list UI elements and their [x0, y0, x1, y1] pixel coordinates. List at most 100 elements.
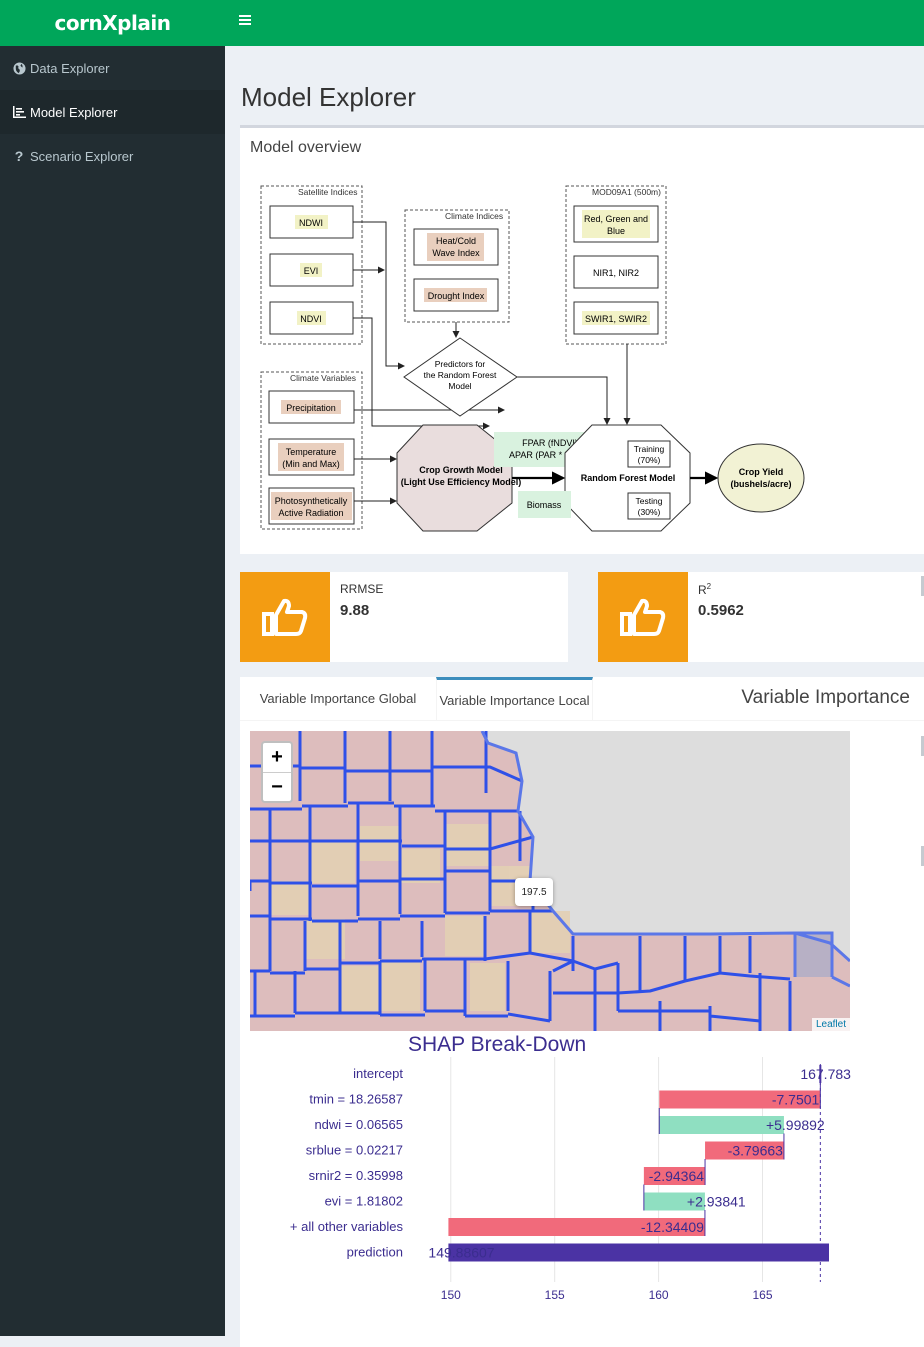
bar	[659, 1090, 821, 1109]
svg-text:Satellite Indices: Satellite Indices	[298, 187, 358, 197]
data-label: 167.783	[800, 1066, 851, 1082]
y-category-label: evi = 1.81802	[325, 1194, 403, 1209]
svg-text:Blue: Blue	[607, 226, 625, 236]
shap-breakdown-chart: 150 155 160 165 intercept 167.783 tmin = 18.26…	[290, 1057, 851, 1302]
bar-chart-icon	[12, 106, 26, 118]
metric-label: RRMSE	[340, 582, 384, 596]
bar	[659, 1116, 784, 1134]
y-category-label: + all other variables	[290, 1219, 404, 1234]
tab-bar: Variable Importance Global Variable Impo…	[240, 677, 924, 721]
svg-text:(30%): (30%)	[638, 507, 661, 517]
svg-text:Red, Green and: Red, Green and	[584, 214, 648, 224]
zoom-out-button[interactable]: −	[271, 776, 283, 798]
svg-text:Training: Training	[634, 444, 665, 454]
svg-text:Crop Growth Model: Crop Growth Model	[419, 465, 503, 475]
top-navbar	[225, 0, 924, 46]
app-logo[interactable]: cornXplain	[0, 0, 225, 46]
county-map[interactable]: + − 197.5 Leaflet	[250, 731, 850, 1031]
data-label: +5.99892	[766, 1117, 825, 1133]
svg-text:Heat/Cold: Heat/Cold	[436, 236, 476, 246]
rrmse-info-box: RRMSE 9.88	[240, 572, 568, 662]
svg-text:(70%): (70%)	[638, 455, 661, 465]
svg-text:EVI: EVI	[304, 266, 319, 276]
x-tick-label: 160	[649, 1288, 669, 1302]
overflow-indicator	[921, 846, 924, 866]
svg-text:Active Radiation: Active Radiation	[278, 508, 343, 518]
variable-importance-tabbox: Variable Importance Global Variable Impo…	[240, 677, 924, 1347]
y-category-label: tmin = 18.26587	[309, 1092, 403, 1107]
sidebar-item-data-explorer[interactable]: Data Explorer	[0, 46, 225, 90]
climate-indices-group: Climate Indices Heat/Cold Wave Index Dro…	[404, 209, 510, 323]
zoom-in-button[interactable]: +	[263, 743, 291, 773]
svg-text:(Min and Max): (Min and Max)	[282, 459, 340, 469]
bar	[643, 1167, 706, 1185]
hamburger-icon[interactable]	[239, 11, 251, 31]
main-content: Model Explorer Model overview Satellite …	[225, 46, 924, 1347]
sidebar-item-model-explorer[interactable]: Model Explorer	[0, 90, 225, 134]
x-tick-label: 155	[545, 1288, 565, 1302]
globe-icon	[12, 61, 26, 75]
crop-yield: Crop Yield (bushels/acre)	[717, 443, 805, 513]
sidebar: Data Explorer Model Explorer ? Scenario …	[0, 46, 225, 1336]
model-overview-box: Model overview Satellite Indices NDWI EV…	[240, 125, 924, 554]
model-workflow-diagram: Satellite Indices NDWI EVI NDVI Climate …	[260, 185, 805, 532]
data-label: -12.34409	[641, 1219, 704, 1235]
svg-text:Testing: Testing	[636, 496, 663, 506]
svg-text:Wave Index: Wave Index	[432, 248, 480, 258]
y-category-label: prediction	[347, 1245, 403, 1260]
county-polygons	[250, 731, 850, 1031]
svg-text:APAR (PAR * FPAR): APAR (PAR * FPAR)	[509, 450, 591, 460]
svg-text:(bushels/acre): (bushels/acre)	[730, 479, 791, 489]
svg-text:NDVI: NDVI	[300, 314, 322, 324]
svg-text:Precipitation: Precipitation	[286, 403, 336, 413]
crop-growth-model: Crop Growth Model (Light Use Efficiency …	[396, 424, 522, 532]
chart-title: SHAP Break-Down	[408, 1033, 587, 1056]
sidebar-item-scenario-explorer[interactable]: ? Scenario Explorer	[0, 134, 225, 178]
svg-text:Crop Yield: Crop Yield	[739, 467, 784, 477]
svg-text:Drought Index: Drought Index	[428, 291, 485, 301]
metric-label: R2	[698, 582, 712, 597]
question-icon: ?	[14, 148, 24, 164]
svg-text:FPAR (fNDVI): FPAR (fNDVI)	[522, 438, 578, 448]
x-tick-label: 150	[441, 1288, 461, 1302]
svg-text:Climate Indices: Climate Indices	[445, 211, 503, 221]
svg-text:(Light Use Efficiency Model): (Light Use Efficiency Model)	[401, 477, 522, 487]
modis-group: MOD09A1 (500m) Red, Green and Blue NIR1,…	[565, 185, 667, 345]
svg-text:Predictors for: Predictors for	[435, 359, 486, 369]
data-label: 149.88607	[428, 1245, 494, 1261]
leaflet-attribution[interactable]: Leaflet	[811, 1018, 850, 1031]
svg-text:Biomass: Biomass	[527, 500, 562, 510]
tab-variable-importance-global[interactable]: Variable Importance Global	[259, 691, 417, 706]
page-title: Model Explorer	[241, 82, 416, 112]
svg-text:Photosynthetically: Photosynthetically	[275, 496, 348, 506]
x-tick-label: 165	[752, 1288, 772, 1302]
bar	[448, 1218, 705, 1236]
overflow-indicator	[921, 576, 924, 596]
data-label: -2.94364	[649, 1168, 704, 1184]
satellite-indices-group: Satellite Indices NDWI EVI NDVI	[260, 185, 363, 345]
svg-text:NDWI: NDWI	[299, 218, 323, 228]
svg-text:Temperature: Temperature	[286, 447, 337, 457]
predictors-diamond: Predictors for the Random Forest Model	[403, 337, 518, 417]
tab-variable-importance-local[interactable]: Variable Importance Local	[436, 677, 593, 720]
map-popup: 197.5	[515, 878, 553, 906]
svg-text:Climate Variables: Climate Variables	[290, 373, 356, 383]
svg-text:the Random Forest: the Random Forest	[424, 370, 497, 380]
sidebar-item-label: Model Explorer	[30, 104, 118, 120]
app-title: cornXplain	[54, 11, 171, 35]
sidebar-item-label: Data Explorer	[30, 60, 110, 76]
y-category-label: intercept	[353, 1066, 403, 1081]
thumbs-up-icon	[598, 572, 688, 662]
zoom-control: + −	[261, 741, 293, 803]
r2-info-box: R2 0.5962	[598, 572, 924, 662]
svg-text:Model: Model	[448, 381, 471, 391]
svg-text:Random Forest Model: Random Forest Model	[581, 473, 676, 483]
svg-text:NIR1, NIR2: NIR1, NIR2	[593, 268, 639, 278]
bar	[643, 1192, 705, 1211]
overflow-indicator	[921, 736, 924, 756]
rf-model: Random Forest Model Training (70%) Testi…	[564, 424, 691, 532]
box-title: Model overview	[250, 139, 362, 156]
biomass-box: Biomass	[518, 491, 571, 518]
metric-value: 9.88	[340, 602, 370, 619]
y-category-label: ndwi = 0.06565	[314, 1117, 403, 1132]
